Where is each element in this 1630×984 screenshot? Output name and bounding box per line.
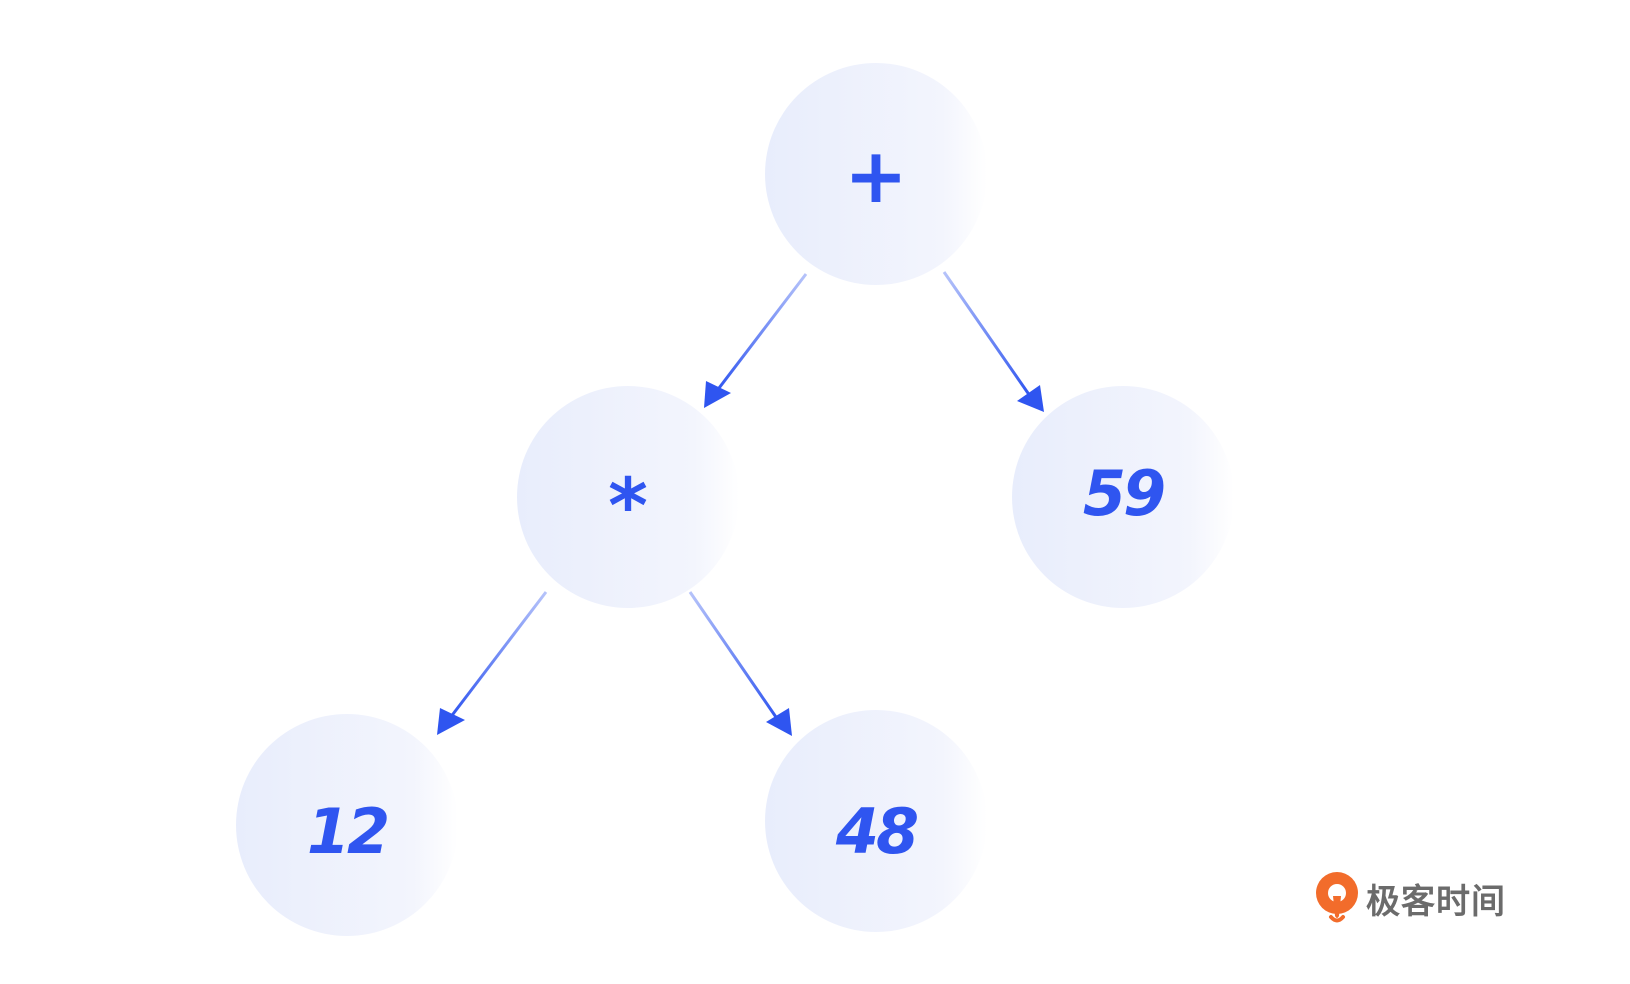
node-59: 59 [1012,386,1234,608]
arrow-head-icon [704,381,731,408]
edge-plus-n59 [942,271,1044,412]
geektime-logo-icon [1316,872,1358,923]
geektime-logo-text: 极客时间 [1366,881,1506,922]
node-59-label: 59 [1083,457,1164,530]
geektime-logo: 极客时间 [1314,866,1534,930]
node-48-label: 48 [835,795,917,868]
node-plus: + [765,63,987,285]
node-times-label: * [608,461,648,550]
edge-plus-times [704,273,808,408]
arrow-head-icon [766,708,792,736]
edge-times-n48 [688,591,792,736]
arrow-head-icon [1017,385,1044,412]
arrow-head-icon [437,708,465,735]
node-12: 12 [236,714,458,936]
node-48: 48 [765,710,987,932]
node-plus-label: + [844,131,908,220]
node-12-label: 12 [307,795,387,868]
node-times: * [517,386,739,608]
edge-times-n12 [437,591,548,735]
